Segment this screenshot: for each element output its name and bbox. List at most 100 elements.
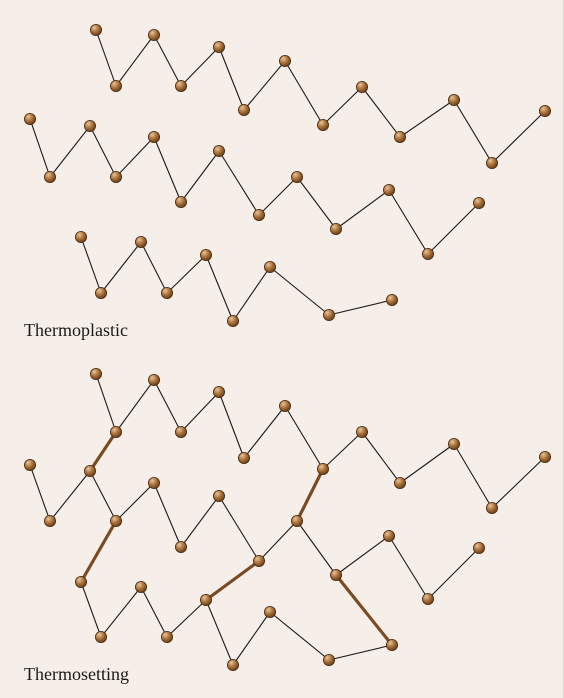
thermoplastic-chain-1-bond [454,100,492,163]
thermosetting-crosslink [90,432,116,471]
thermoplastic-chain-3-bond [167,255,206,293]
thermoplastic-chain-2-bond [297,177,336,229]
thermosetting-chain-2-atom [175,541,186,552]
thermosetting-chain-2-bond [154,483,181,547]
thermosetting-chain-1-bond [362,432,400,483]
thermoplastic-chain-1-bond [96,30,116,86]
thermoplastic-chain-3-atom [135,236,146,247]
thermoplastic-chain-1-bond [285,61,323,125]
thermosetting-chain-2-atom [253,555,264,566]
thermoplastic-chain-2-bond [50,126,90,177]
thermosetting-chain-1-atom [148,374,159,385]
thermosetting-chain-2-bond [336,536,389,575]
thermoplastic-chain-2-atom [175,196,186,207]
thermosetting-chain-2-bond [259,521,297,561]
thermosetting-chain-1-atom [279,400,290,411]
thermoplastic-chain-1-bond [323,87,362,125]
thermoplastic-chain-2-atom [84,120,95,131]
thermosetting-crosslink [297,469,323,521]
thermoplastic-chain-2-atom [148,131,159,142]
thermoplastic-chain-3-bond [206,255,233,321]
thermosetting-chain-2-atom [24,459,35,470]
thermosetting-chain-1-atom [238,452,249,463]
thermoplastic-chain-3-bond [81,237,101,293]
thermoplastic-chain-3-atom [386,294,397,305]
thermoplastic-chain-1-bond [362,87,400,137]
thermoplastic-chain-3-atom [264,261,275,272]
thermoplastic-chain-1-atom [213,41,224,52]
thermosetting-crosslink [206,561,259,600]
thermosetting-chain-2-atom [213,490,224,501]
thermoplastic-chain-3-atom [161,287,172,298]
thermoplastic-chain-2-bond [116,137,154,177]
thermosetting-chain-2-bond [219,496,259,561]
thermosetting-chain-2-bond [181,496,219,547]
thermoplastic-chain-2-bond [181,151,219,202]
thermoplastic-chain-3-atom [323,309,334,320]
thermoplastic-panel [24,24,550,326]
thermoplastic-chain-3-atom [200,249,211,260]
thermosetting-chain-3-bond [101,587,141,637]
thermosetting-chain-3-bond [233,612,270,665]
thermosetting-chain-1-bond [400,444,454,483]
thermosetting-chain-1-bond [244,406,285,458]
thermosetting-chain-1-atom [539,451,550,462]
thermosetting-crosslink [336,575,392,645]
thermosetting-chain-3-bond [329,645,392,660]
thermosetting-chain-1-bond [219,392,244,458]
thermosetting-chain-3-atom [161,631,172,642]
thermoplastic-chain-2-bond [259,177,297,215]
thermosetting-chain-2-bond [90,471,116,521]
thermosetting-chain-2-atom [383,530,394,541]
thermoplastic-chain-2-bond [336,190,389,229]
thermosetting-chain-3-atom [135,581,146,592]
thermoplastic-chain-2-bond [389,190,428,254]
thermoplastic-chain-2-atom [110,171,121,182]
thermosetting-chain-1-bond [181,392,219,432]
thermoplastic-chain-2-atom [473,197,484,208]
thermosetting-chain-1-atom [175,426,186,437]
thermoplastic-chain-1-atom [279,55,290,66]
thermoplastic-chain-1-atom [238,104,249,115]
thermosetting-panel [24,368,550,670]
thermoplastic-chain-2-atom [383,184,394,195]
thermoplastic-chain-2-atom [24,113,35,124]
thermosetting-chain-3-atom [323,654,334,665]
thermoplastic-chain-3-atom [95,287,106,298]
thermoplastic-chain-2-bond [30,119,50,177]
thermoplastic-chain-1-atom [175,80,186,91]
thermosetting-chain-2-atom [84,465,95,476]
thermosetting-chain-1-atom [317,463,328,474]
thermosetting-chain-1-bond [323,432,362,469]
thermosetting-chain-2-atom [330,569,341,580]
thermoplastic-chain-2-bond [154,137,181,202]
thermosetting-chain-3-bond [81,582,101,637]
thermoplastic-chain-2-bond [219,151,259,215]
thermoplastic-chain-1-atom [356,81,367,92]
thermoplastic-chain-2-atom [253,209,264,220]
thermosetting-chain-3-atom [386,639,397,650]
thermosetting-chain-2-bond [30,465,50,521]
thermosetting-chain-2-bond [428,548,479,599]
thermoplastic-chain-1-atom [317,119,328,130]
thermosetting-chain-2-atom [422,593,433,604]
thermosetting-chain-1-bond [492,457,545,508]
thermoplastic-chain-1-bond [181,47,219,86]
thermoplastic-chain-2-atom [422,248,433,259]
thermosetting-chain-2-bond [50,471,90,521]
thermoplastic-chain-2-atom [291,171,302,182]
thermosetting-chain-3-atom [95,631,106,642]
thermoplastic-chain-1-bond [244,61,285,110]
thermosetting-chain-2-bond [297,521,336,575]
thermoplastic-chain-1-bond [219,47,244,110]
thermoplastic-chain-1-atom [394,131,405,142]
thermoplastic-label: Thermoplastic [24,320,128,341]
thermosetting-chain-2-bond [389,536,428,599]
thermosetting-chain-3-bond [270,612,329,660]
thermoplastic-chain-2-bond [428,203,479,254]
thermoplastic-chain-1-atom [539,105,550,116]
thermosetting-chain-1-bond [116,380,154,432]
thermosetting-chain-2-bond [116,483,154,521]
